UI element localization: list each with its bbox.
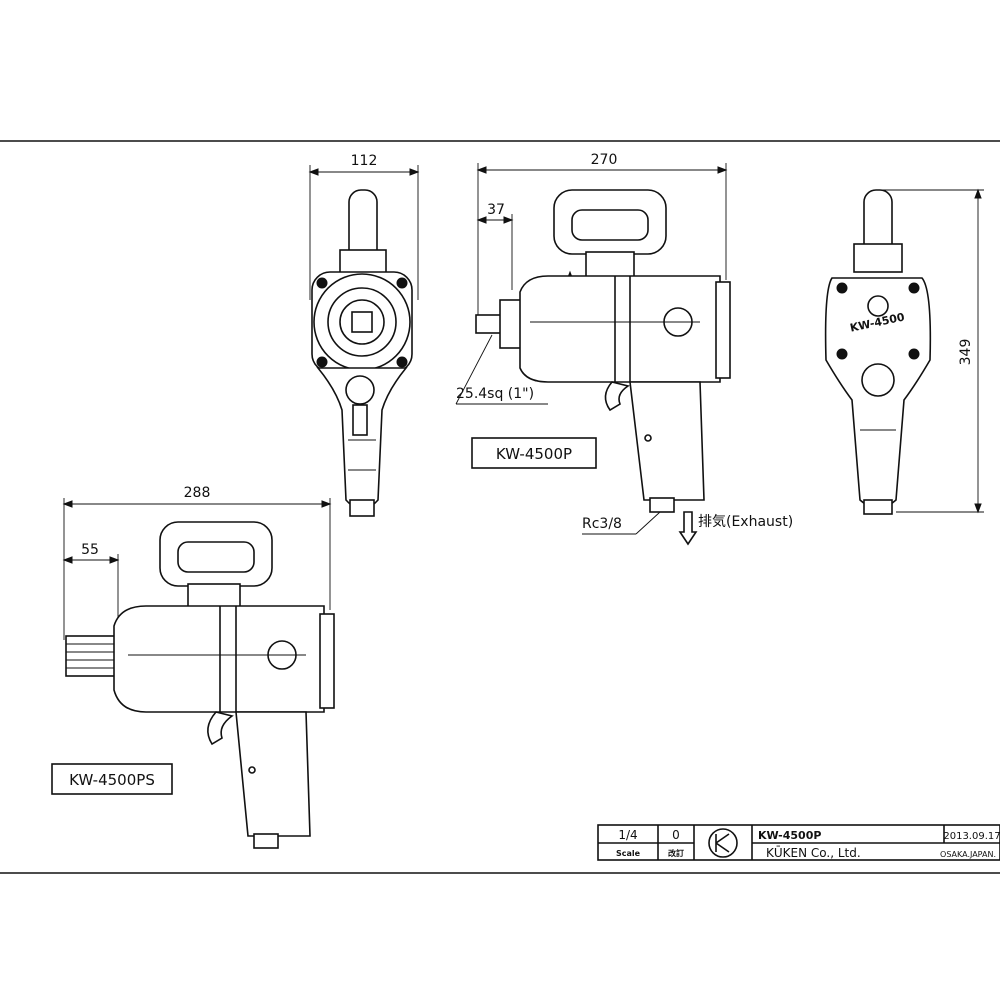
model-p-box <box>471 437 597 469</box>
exhaust-label: 排気(Exhaust) <box>698 514 793 530</box>
revision-value: 0 <box>672 828 680 842</box>
revision-label: 改訂 <box>668 848 684 858</box>
title-block <box>597 824 1000 861</box>
model-ps-box <box>51 763 173 795</box>
air-inlet-label: Rc3/8 <box>582 516 622 532</box>
square-drive-leader <box>455 334 493 405</box>
dim-rear-height: 349 <box>958 339 974 366</box>
air-inlet-leader <box>635 511 661 535</box>
dim-side-length: 270 <box>591 152 618 168</box>
title-date: 2013.09.17 <box>943 831 1000 842</box>
title-model: KW-4500P <box>758 829 821 842</box>
front-view: 112 <box>308 153 420 517</box>
square-drive-label: 25.4sq (1") <box>456 386 534 402</box>
title-company: KŪKEN Co., Ltd. <box>766 846 861 860</box>
dim-spline-offset: 55 <box>81 542 99 558</box>
dim-anvil-offset: 37 <box>487 202 505 218</box>
model-p-label: KW-4500P <box>496 445 572 463</box>
dim-front-width: 112 <box>351 153 378 169</box>
rear-view: 349 <box>824 188 984 515</box>
exhaust-arrow <box>678 511 698 546</box>
dim-ps-length: 288 <box>184 485 211 501</box>
side-view-p: 270 37 53 <box>475 152 731 513</box>
title-location: OSAKA.JAPAN. <box>940 850 996 859</box>
scale-value: 1/4 <box>618 828 637 842</box>
model-ps-label: KW-4500PS <box>69 771 155 789</box>
side-view-ps: 288 55 <box>62 485 335 849</box>
scale-label: Scale <box>616 849 641 858</box>
